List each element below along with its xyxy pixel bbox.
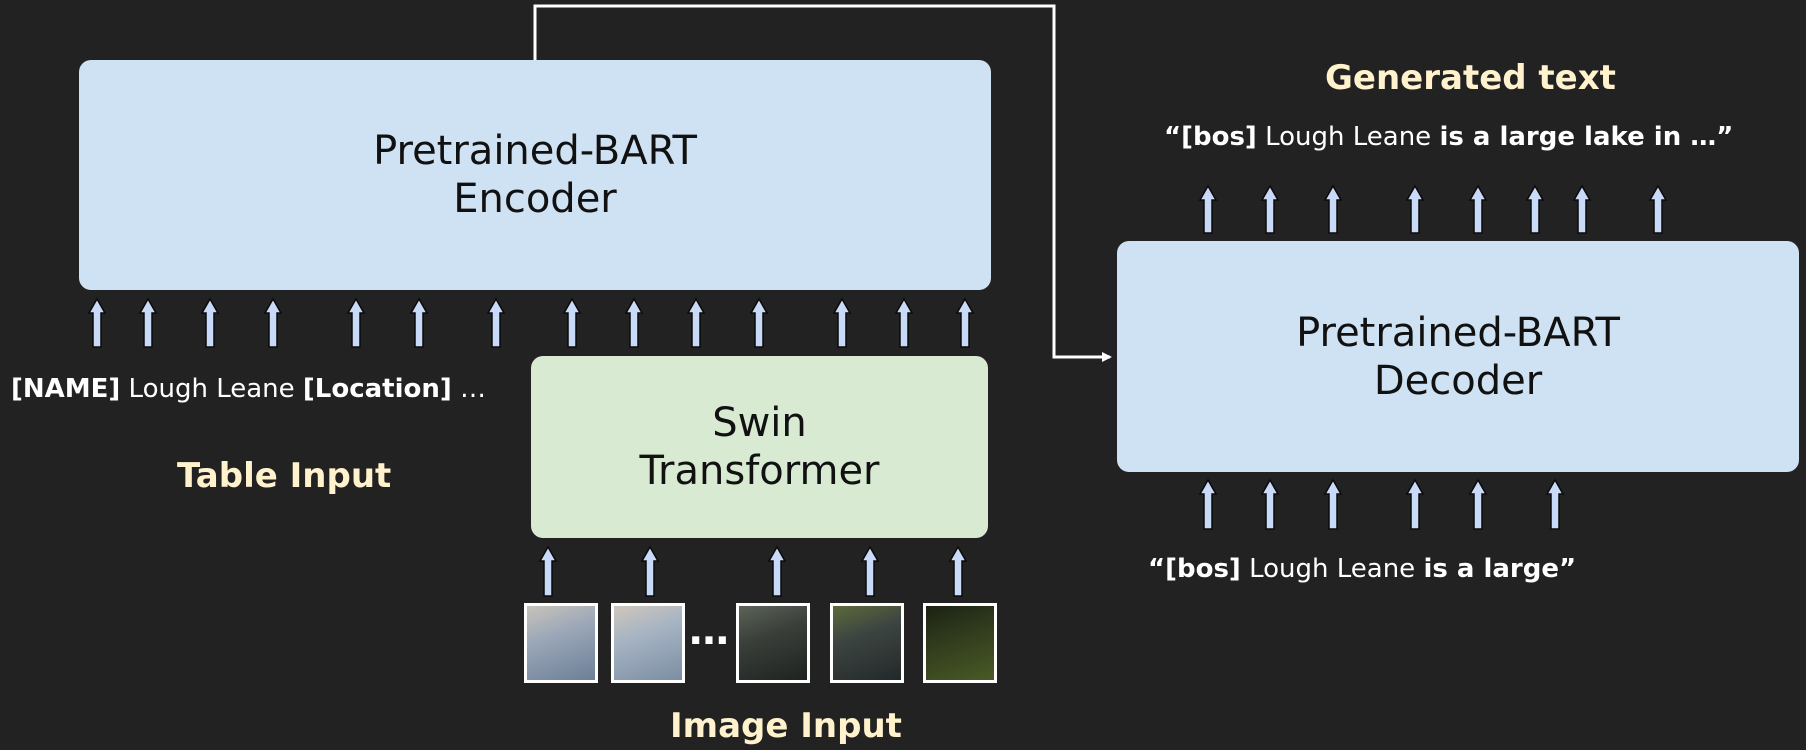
encoder-input-arrow [832, 297, 852, 348]
generated-output-arrow [1405, 184, 1425, 234]
generated-output-arrow [1198, 184, 1218, 234]
swin-input-arrow [640, 545, 660, 597]
generated-output-arrow [1525, 184, 1545, 234]
decoder-title-line1: Pretrained-BART [1296, 309, 1620, 356]
token-segment: “[bos] [1164, 122, 1257, 152]
decoder-input-arrow [1468, 478, 1488, 530]
decoder-input-arrow [1198, 478, 1218, 530]
swin-title-line2: Transformer [639, 448, 880, 494]
token-arrows [87, 184, 1668, 597]
encoder-input-arrow [409, 297, 429, 348]
encoder-input-arrow [263, 297, 283, 348]
encoder-input-arrow [87, 297, 107, 348]
encoder-input-arrow [686, 297, 706, 348]
encoder-input-arrow [486, 297, 506, 348]
encoder-title-line1: Pretrained-BART [373, 128, 697, 174]
table-input-label: Table Input [177, 456, 392, 496]
decoder-input-arrow [1323, 478, 1343, 530]
encoder-title-line2: Encoder [453, 176, 617, 222]
token-segment: is a large” [1423, 554, 1577, 584]
swin-transformer-box: Swin Transformer [531, 356, 988, 538]
generated-output-arrow [1468, 184, 1488, 234]
reeds-patch-icon [923, 603, 997, 683]
encoder-input-arrow [200, 297, 220, 348]
image-input-label: Image Input [670, 706, 902, 746]
generated-output-arrow [1648, 184, 1668, 234]
water-patch-icon [830, 603, 904, 683]
decoder-input-tokens: “[bos] Lough Leane is a large” [1148, 554, 1576, 584]
generated-output-arrow [1572, 184, 1592, 234]
encoder-input-arrow [138, 297, 158, 348]
generated-output-arrow [1260, 184, 1280, 234]
image-patches-ellipsis: … [689, 608, 731, 654]
swin-input-arrow [767, 545, 787, 597]
encoder-input-arrow [894, 297, 914, 348]
generated-text-label: Generated text [1325, 58, 1616, 98]
encoder-input-arrow [955, 297, 975, 348]
encoder-to-decoder-connector [533, 4, 1112, 362]
swin-title-line1: Swin [712, 400, 807, 446]
bart-encoder-box: Pretrained-BART Encoder [79, 60, 991, 290]
token-segment: Lough Leane [1240, 554, 1424, 584]
generated-output-arrow [1323, 184, 1343, 234]
sky-patch-icon [611, 603, 685, 683]
sky-patch-icon [524, 603, 598, 683]
token-segment: Lough Leane [120, 374, 303, 404]
swin-input-arrow [860, 545, 880, 597]
encoder-input-arrow [562, 297, 582, 348]
encoder-input-arrow [346, 297, 366, 348]
token-segment: is a large lake in …” [1439, 122, 1734, 152]
token-segment: “[bos] [1148, 554, 1241, 584]
table-input-tokens: [NAME] Lough Leane [Location] … [11, 374, 486, 404]
decoder-title-line2: Decoder [1373, 357, 1543, 404]
token-segment: Lough Leane [1256, 122, 1440, 152]
decoder-input-arrow [1545, 478, 1565, 530]
decoder-input-arrow [1260, 478, 1280, 530]
decoder-input-arrow [1405, 478, 1425, 530]
encoder-input-arrow [749, 297, 769, 348]
generated-text-tokens: “[bos] Lough Leane is a large lake in …” [1164, 122, 1733, 152]
bart-decoder-box: Pretrained-BART Decoder [1117, 241, 1799, 472]
encoder-input-arrow [624, 297, 644, 348]
token-segment: [NAME] [11, 374, 121, 404]
token-segment: … [451, 374, 487, 404]
swin-input-arrow [538, 545, 558, 597]
token-segment: [Location] [302, 374, 452, 404]
swin-input-arrow [948, 545, 968, 597]
water-patch-icon [736, 603, 810, 683]
